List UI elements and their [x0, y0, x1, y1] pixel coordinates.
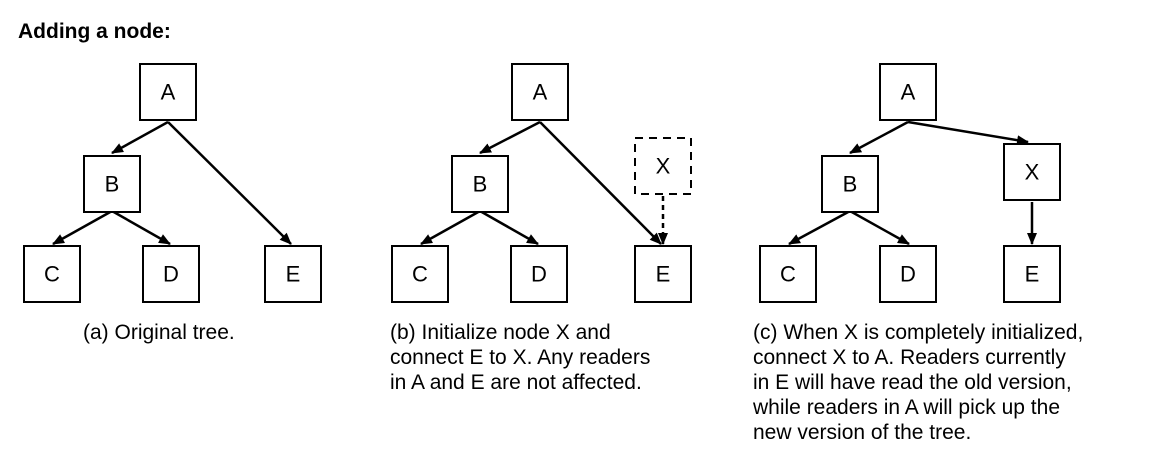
diagram-title: Adding a node:: [18, 20, 171, 43]
node-e: E: [264, 245, 322, 303]
edge-a-to-e: [167, 121, 292, 245]
svg-text:A: A: [901, 80, 916, 105]
node-x: X: [1003, 143, 1061, 201]
caption-panel-a: (a) Original tree.: [83, 320, 235, 345]
edge-a-to-b: [479, 120, 541, 155]
caption-line: (c) When X is completely initialized,: [753, 321, 1084, 344]
node-e: E: [1003, 245, 1061, 303]
node-d: D: [879, 245, 937, 303]
caption-line: (b) Initialize node X and: [390, 321, 611, 344]
node-a: A: [139, 63, 197, 121]
svg-text:C: C: [412, 262, 428, 287]
node-d: D: [510, 245, 568, 303]
svg-text:D: D: [900, 262, 916, 287]
node-a: A: [511, 63, 569, 121]
edge-a-to-b: [111, 120, 169, 155]
edge-a-to-e: [539, 121, 662, 245]
node-a: A: [879, 63, 937, 121]
svg-text:X: X: [656, 154, 671, 179]
caption-line: connect X to A. Readers currently: [753, 346, 1066, 369]
caption-line: connect E to X. Any readers: [390, 346, 651, 369]
svg-text:E: E: [656, 262, 671, 287]
node-c: C: [23, 245, 81, 303]
caption-line: (a) Original tree.: [83, 321, 235, 344]
svg-text:C: C: [44, 262, 60, 287]
node-b: B: [821, 155, 879, 213]
caption-line: new version of the tree.: [753, 421, 972, 444]
svg-text:A: A: [161, 80, 176, 105]
panel-a: A B C D E: [23, 63, 322, 303]
caption-line: while readers in A will pick up the: [753, 396, 1060, 419]
edge-a-to-x: [907, 120, 1029, 146]
edge-b-to-d: [111, 209, 171, 246]
svg-text:X: X: [1025, 160, 1040, 185]
edge-b-to-c: [52, 209, 113, 246]
edge-b-to-d: [479, 209, 539, 246]
svg-text:B: B: [473, 172, 488, 197]
node-c: C: [759, 245, 817, 303]
node-e: E: [634, 245, 692, 303]
node-c: C: [391, 245, 449, 303]
svg-text:B: B: [105, 172, 120, 197]
node-x-new: X: [634, 137, 692, 195]
svg-text:A: A: [533, 80, 548, 105]
svg-text:E: E: [286, 262, 301, 287]
edge-b-to-c: [788, 209, 851, 246]
caption-panel-c: (c) When X is completely initialized, co…: [753, 320, 1083, 445]
node-b: B: [451, 155, 509, 213]
svg-text:C: C: [780, 262, 796, 287]
edge-b-to-d: [849, 209, 910, 246]
panel-c: A B C D E X: [759, 63, 1061, 303]
caption-line: in A and E are not affected.: [390, 371, 642, 394]
node-d: D: [142, 245, 200, 303]
svg-text:B: B: [843, 172, 858, 197]
caption-panel-b: (b) Initialize node X and connect E to X…: [390, 320, 650, 395]
svg-text:E: E: [1025, 262, 1040, 287]
node-b: B: [83, 155, 141, 213]
edge-a-to-b: [849, 120, 909, 155]
svg-text:D: D: [531, 262, 547, 287]
svg-text:D: D: [163, 262, 179, 287]
panel-b: A B C D E X: [391, 63, 692, 303]
caption-line: in E will have read the old version,: [753, 371, 1072, 394]
edge-b-to-c: [420, 209, 481, 246]
